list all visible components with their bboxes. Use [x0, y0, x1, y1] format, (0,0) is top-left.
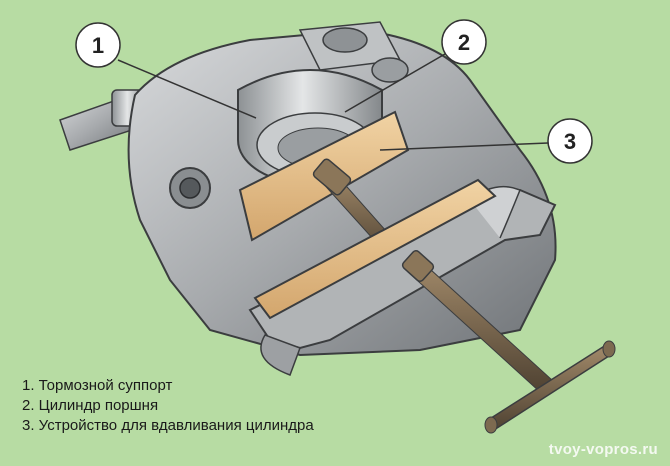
callout-circle [547, 118, 593, 164]
legend-item: 1. Тормозной суппорт [22, 377, 173, 394]
callout-3: 3 [547, 118, 593, 164]
leader-line-2 [344, 53, 446, 113]
leader-line-1 [117, 59, 257, 119]
legend: 1. Тормозной суппорт 2. Цилиндр поршня 3… [22, 376, 314, 436]
watermark: tvoy-vopros.ru [548, 441, 658, 458]
leader-line-3 [379, 142, 549, 151]
callout-number: 3 [564, 129, 576, 154]
front-wood-plate [253, 178, 497, 320]
callout-2: 2 [441, 19, 487, 65]
leader-lines [117, 53, 549, 151]
callout-number: 2 [458, 30, 470, 55]
callout-number: 1 [92, 33, 104, 58]
callout-1: 1 [75, 22, 121, 68]
legend-item: 3. Устройство для вдавливания цилиндра [22, 417, 314, 434]
callout-circle [441, 19, 487, 65]
lower-screw-t-handle [401, 250, 616, 434]
callout-circle [75, 22, 121, 68]
legend-item: 2. Цилиндр поршня [22, 397, 159, 414]
